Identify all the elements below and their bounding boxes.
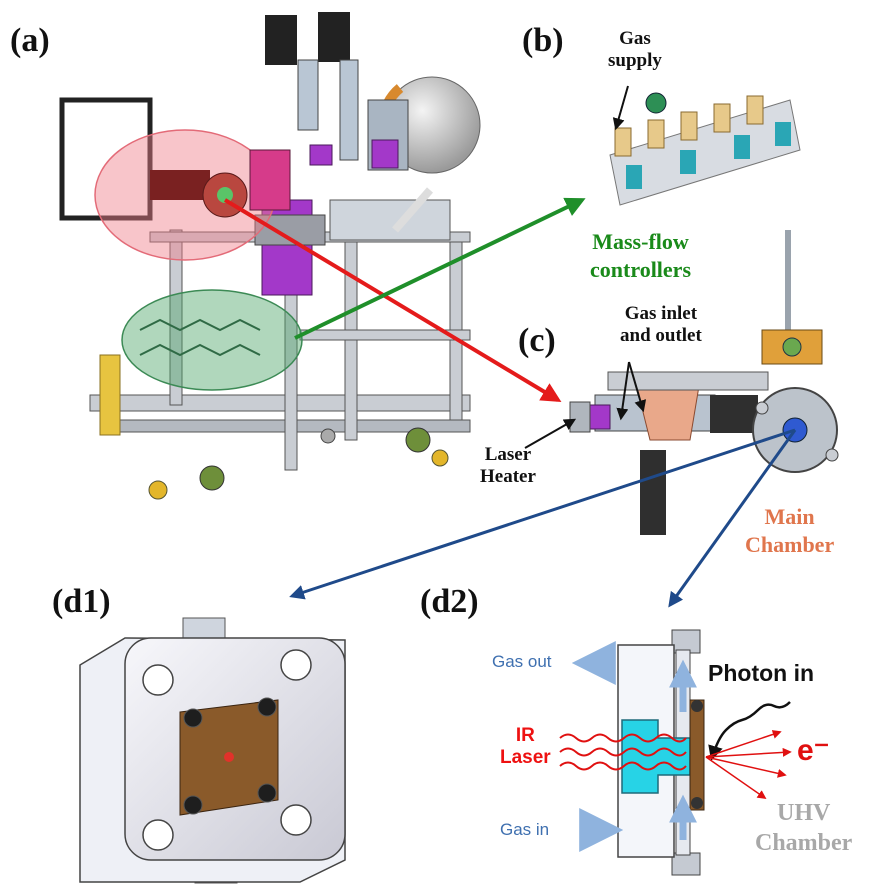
window-frame [59, 97, 153, 221]
mfc-unit [614, 127, 632, 157]
cross-section-schematic [559, 629, 792, 876]
gas-outlet-arrow [616, 361, 630, 421]
pump-block [265, 15, 297, 65]
gas-supply-arrow [612, 85, 629, 131]
panel-label-d2: (d2) [420, 583, 479, 620]
red-arrow-to-c [223, 198, 562, 403]
pipe [391, 187, 434, 233]
blue-arrow-to-d1 [289, 428, 796, 600]
plate-screw [183, 795, 203, 815]
wheel [320, 428, 336, 444]
mfc-render [609, 92, 801, 206]
chamber-arm [150, 170, 210, 200]
mass-flow-controllers-label: Mass-flow controllers [590, 229, 692, 282]
mfc-valve [734, 135, 750, 159]
clamp-bottom [671, 852, 701, 876]
laser-heater-arrow [524, 418, 577, 449]
purple-coupler [587, 404, 611, 430]
viewport [782, 337, 802, 357]
port-flange [825, 448, 839, 462]
plate-screw [257, 783, 277, 803]
heater-flange [569, 401, 591, 433]
mfc-valve [626, 165, 642, 189]
magenta-chamber [249, 149, 291, 211]
mfc-unit [713, 103, 731, 133]
gas-inlet-outlet-label: Gas inlet and outlet [620, 303, 702, 346]
mfc-unit [647, 119, 665, 149]
apparatus-render [59, 12, 481, 500]
ir-laser-wave [559, 747, 687, 757]
purple-part [309, 144, 333, 166]
electron-ray [705, 756, 787, 778]
frame-yellow-rail [99, 354, 121, 436]
panel-label-d1: (d1) [52, 583, 111, 620]
mount-hole [280, 649, 312, 681]
mfc-base [609, 99, 801, 206]
black-support [640, 450, 666, 535]
panel-label-b: (b) [522, 22, 564, 59]
sample-plate-edge [689, 699, 705, 811]
chamber-window [217, 187, 233, 203]
mfc-unit [746, 95, 764, 125]
pump-tube [339, 59, 359, 161]
gray-part [254, 214, 326, 246]
electron-label: e⁻ [797, 734, 830, 767]
plate-screw [257, 697, 277, 717]
wheel [199, 465, 225, 491]
plate-screw [691, 700, 703, 712]
ir-laser-wave [559, 733, 687, 743]
panel-label-a: (a) [10, 22, 50, 59]
mfc-valve [775, 122, 791, 146]
gas-inlet-arrow [628, 361, 647, 413]
mfc-highlight [121, 289, 303, 391]
photon-in-label: Photon in [708, 660, 815, 686]
laser-heater-label: Laser Heater [480, 444, 536, 487]
ir-laser-label: IR Laser [500, 725, 551, 768]
wheel [148, 480, 168, 500]
black-pump [710, 395, 758, 433]
ir-laser-wave [559, 761, 687, 771]
photon-wave [708, 701, 791, 761]
pump-block [318, 12, 350, 62]
uhv-chamber-label: UHV Chamber [755, 800, 853, 856]
mfc-unit [680, 111, 698, 141]
plate-screw [183, 708, 203, 728]
frame-base [89, 394, 471, 412]
mount-hole [142, 664, 174, 696]
electron-ray [705, 756, 767, 800]
vertical-manipulator [785, 230, 791, 330]
mfc-outline [139, 318, 261, 357]
wheel [405, 427, 431, 453]
sample-holder-render [79, 617, 346, 884]
port-flange [755, 401, 769, 415]
green-arrow-to-b [294, 197, 586, 340]
electron-ray [705, 747, 792, 758]
mfc-valve [680, 150, 696, 174]
purple-part [371, 139, 399, 169]
top-bar [607, 371, 769, 391]
electron-ray [705, 730, 782, 758]
wheel [431, 449, 449, 467]
panel-label-c: (c) [518, 322, 556, 359]
gas-supply-label: Gas supply [608, 28, 662, 71]
plate-screw [691, 797, 703, 809]
gas-out-label: Gas out [492, 652, 552, 671]
main-chamber-label: Main Chamber [745, 504, 835, 557]
gas-supply-gauge [645, 92, 667, 114]
mount-hole [280, 804, 312, 836]
gas-in-label: Gas in [500, 820, 550, 839]
blue-arrow-to-d2 [668, 429, 797, 608]
mount-hole [142, 819, 174, 851]
pump-tube [297, 59, 319, 131]
frame-post [169, 229, 183, 406]
manifold [329, 199, 451, 241]
sample-spot [224, 752, 234, 762]
